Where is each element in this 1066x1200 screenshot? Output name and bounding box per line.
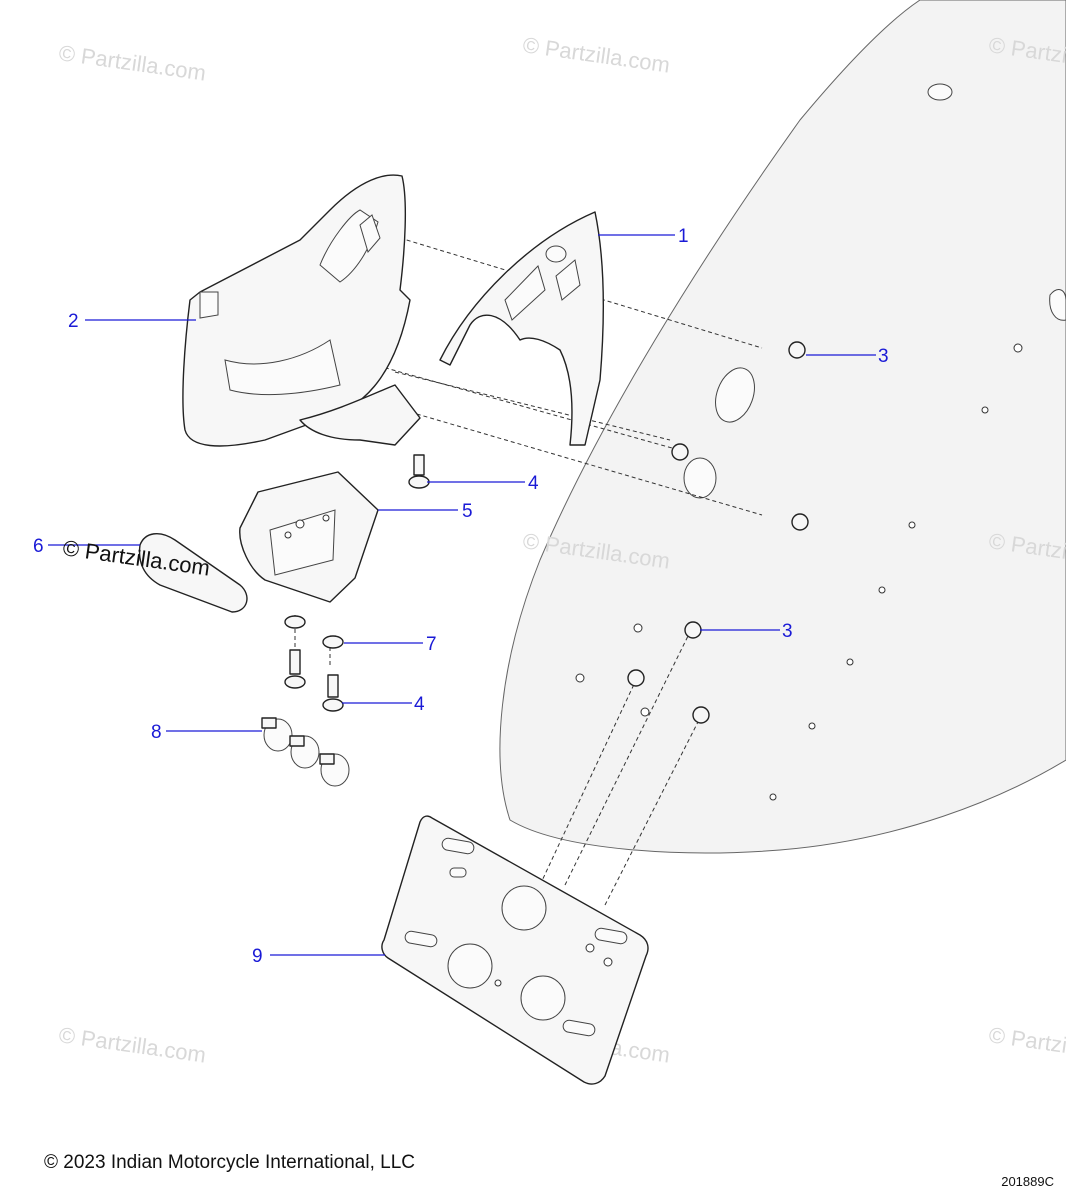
callout-5[interactable]: 5: [462, 501, 473, 522]
rear-fender: [499, 0, 1066, 854]
nut-lower: [627, 621, 710, 724]
washers: [284, 615, 344, 649]
svg-text:© Partzilla.com: © Partzilla.com: [521, 32, 671, 77]
svg-text:© Partzilla.com: © Partzilla.com: [987, 1022, 1066, 1067]
cable-clips: [261, 717, 350, 787]
fender-slot: [715, 367, 755, 423]
license-plate-bracket: [381, 815, 649, 1085]
taillight-housing: [182, 174, 421, 447]
fender-hole: [575, 673, 585, 683]
callout-4-lower[interactable]: 4: [414, 694, 425, 715]
callout-7[interactable]: 7: [426, 634, 437, 655]
fender-hole: [878, 586, 886, 594]
callout-1[interactable]: 1: [678, 226, 689, 247]
license-light-lens: [138, 533, 248, 613]
callouts: 1 2 3 3 4 4 5 6 7 8 9: [33, 226, 889, 967]
callout-6[interactable]: 6: [33, 536, 44, 557]
screw-lower: [284, 649, 344, 712]
screw-upper: [408, 454, 430, 489]
fender-hole: [808, 722, 816, 730]
fender-hole: [908, 521, 916, 529]
fender-taillight-stub: [1049, 289, 1066, 321]
fender-hole: [1013, 343, 1023, 353]
callout-9[interactable]: 9: [252, 946, 263, 967]
taillight-lens: [439, 211, 604, 446]
fender-hole: [640, 707, 650, 717]
drawing-number: 201889C: [1001, 1174, 1054, 1189]
svg-text:© Partzilla.com: © Partzilla.com: [57, 40, 207, 85]
svg-text:© Partzilla.com: © Partzilla.com: [57, 1022, 207, 1067]
fender-hole: [769, 793, 777, 801]
nut-upper: [671, 341, 809, 531]
fender-grommet-top: [927, 83, 953, 101]
callout-8[interactable]: 8: [151, 722, 162, 743]
watermark-overlay: © Partzilla.com: [61, 535, 211, 580]
fender-hole: [846, 658, 854, 666]
copyright-notice: © 2023 Indian Motorcycle International, …: [44, 1152, 415, 1173]
callout-4-upper[interactable]: 4: [528, 473, 539, 494]
fender-hole: [633, 623, 643, 633]
callout-2[interactable]: 2: [68, 311, 79, 332]
leader-lines: [48, 234, 876, 956]
callout-3-upper[interactable]: 3: [878, 346, 889, 367]
fender-hole: [981, 406, 989, 414]
license-light-bracket: [239, 471, 379, 603]
callout-3-lower[interactable]: 3: [782, 621, 793, 642]
fender-round-hole: [683, 457, 717, 499]
